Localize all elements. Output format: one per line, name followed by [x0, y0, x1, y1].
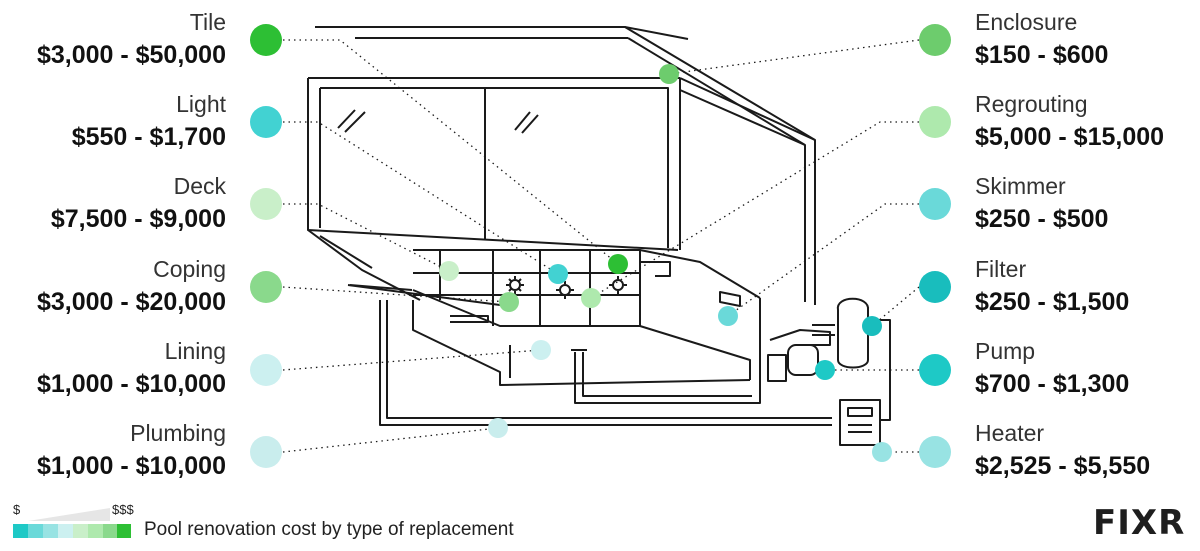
item-price: $700 - $1,300 [975, 370, 1130, 398]
cost-scale-seg-6 [88, 524, 103, 538]
marker-regrouting-main [919, 106, 951, 138]
label-pump: Pump $700 - $1,300 [975, 340, 1129, 397]
leader-filter [871, 286, 920, 327]
marker-heater-point [872, 442, 892, 462]
marker-pump-main [919, 354, 951, 386]
item-price: $5,000 - $15,000 [975, 123, 1165, 151]
item-name: Plumbing [130, 420, 226, 446]
leader-plumbing [282, 427, 499, 453]
item-name: Pump [975, 338, 1036, 364]
pool-enclosure-illustration [307, 26, 891, 446]
item-price: $250 - $1,500 [975, 288, 1130, 316]
marker-regrouting-point [581, 288, 601, 308]
marker-lining-main [250, 354, 282, 386]
marker-plumbing-main [250, 436, 282, 468]
pool-light-2-icon [556, 281, 574, 299]
item-name: Filter [975, 256, 1027, 282]
leader-regrouting [590, 121, 919, 299]
marker-deck-main [250, 188, 282, 220]
label-plumbing: Plumbing $1,000 - $10,000 [37, 422, 226, 479]
label-tile: Tile $3,000 - $50,000 [37, 11, 226, 68]
marker-filter-main [919, 271, 951, 303]
marker-light-point [548, 264, 568, 284]
item-name: Tile [189, 9, 226, 35]
pool-light-3-icon [609, 276, 627, 294]
leader-light [283, 121, 559, 275]
item-price: $150 - $600 [975, 41, 1109, 69]
label-heater: Heater $2,525 - $5,550 [975, 422, 1150, 479]
item-name: Heater [975, 420, 1045, 446]
cost-scale-wedge [28, 508, 110, 521]
marker-deck-point [439, 261, 459, 281]
cost-scale-legend [13, 508, 131, 538]
label-coping: Coping $3,000 - $20,000 [37, 258, 226, 315]
label-regrouting: Regrouting $5,000 - $15,000 [975, 93, 1164, 150]
cost-scale-seg-7 [103, 524, 117, 538]
marker-filter-point [862, 316, 882, 336]
figure-caption: Pool renovation cost by type of replacem… [144, 519, 514, 540]
pool-light-1-icon [506, 276, 524, 294]
leader-enclosure [668, 39, 920, 75]
item-name: Regrouting [975, 91, 1088, 117]
label-enclosure: Enclosure $150 - $600 [975, 11, 1108, 68]
marker-heater-main [919, 436, 951, 468]
item-name: Deck [173, 173, 226, 199]
cost-scale-seg-4 [58, 524, 73, 538]
item-name: Enclosure [975, 9, 1078, 35]
item-price: $1,000 - $10,000 [36, 452, 226, 480]
item-price: $550 - $1,700 [71, 123, 226, 151]
label-light: Light $550 - $1,700 [72, 93, 226, 150]
marker-enclosure-main [919, 24, 951, 56]
leader-skimmer [727, 203, 919, 317]
cost-scale-seg-8 [117, 524, 131, 538]
marker-lining-point [531, 340, 551, 360]
fixr-logo[interactable]: FIXR [1093, 503, 1186, 543]
item-name: Coping [153, 256, 226, 282]
item-price: $250 - $500 [975, 205, 1109, 233]
label-skimmer: Skimmer $250 - $500 [975, 175, 1108, 232]
label-filter: Filter $250 - $1,500 [975, 258, 1129, 315]
item-name: Lining [164, 338, 226, 364]
item-name: Skimmer [975, 173, 1066, 199]
leader-lines [282, 39, 920, 453]
marker-coping-point [499, 292, 519, 312]
cost-scale-seg-3 [43, 524, 58, 538]
marker-light-main [250, 106, 282, 138]
leader-deck [283, 203, 450, 272]
marker-plumbing-point [488, 418, 508, 438]
marker-coping-main [250, 271, 282, 303]
item-price: $7,500 - $9,000 [50, 205, 226, 233]
cost-scale-low-label: $ [13, 502, 21, 517]
cost-scale-high-label: $$$ [112, 502, 134, 517]
cost-scale-seg-5 [73, 524, 88, 538]
item-price: $2,525 - $5,550 [975, 452, 1151, 480]
leader-lining [282, 349, 542, 371]
label-lining: Lining $1,000 - $10,000 [37, 340, 226, 397]
item-name: Light [176, 91, 226, 117]
item-price: $3,000 - $50,000 [36, 41, 226, 69]
marker-enclosure-point [659, 64, 679, 84]
marker-tile-main [250, 24, 282, 56]
label-deck: Deck $7,500 - $9,000 [51, 175, 226, 232]
item-price: $1,000 - $10,000 [36, 370, 226, 398]
cost-scale-seg-1 [13, 524, 28, 538]
marker-skimmer-point [718, 306, 738, 326]
marker-tile-point [608, 254, 628, 274]
cost-scale-seg-2 [28, 524, 43, 538]
item-price: $3,000 - $20,000 [36, 288, 226, 316]
marker-skimmer-main [919, 188, 951, 220]
markers [250, 24, 951, 468]
marker-pump-point [815, 360, 835, 380]
